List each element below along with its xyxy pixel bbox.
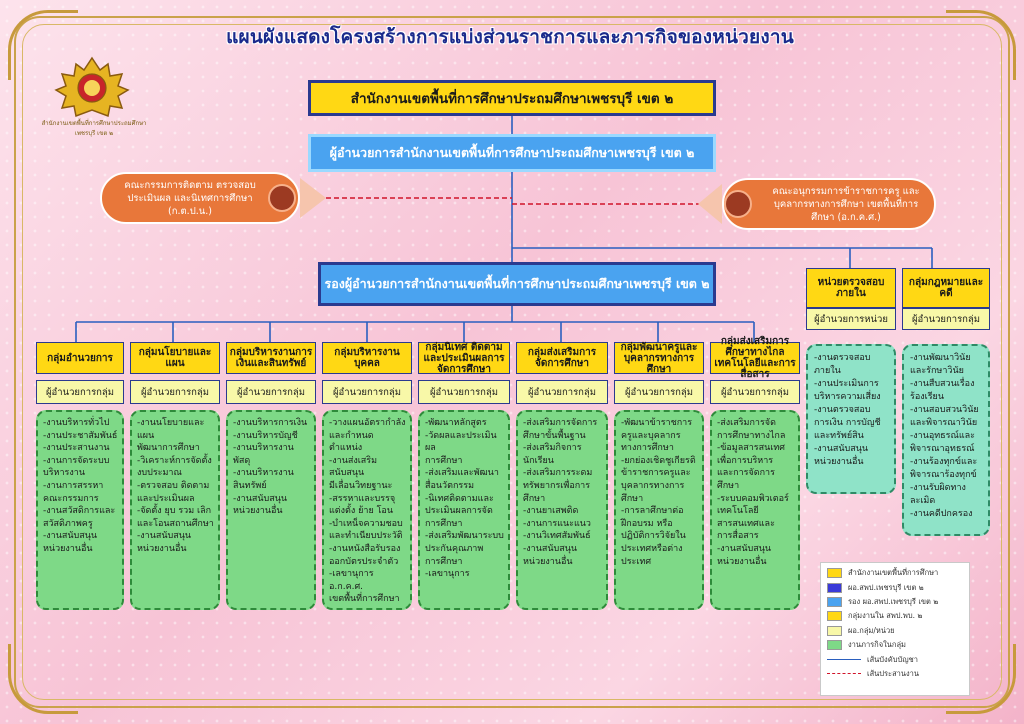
group-2-tasks: -งานนโยบายและแผน พัฒนาการศึกษา -วิเคราะห…	[130, 410, 220, 610]
legend-item: เส้นบังคับบัญชา	[827, 652, 963, 666]
legend-swatch	[827, 568, 842, 579]
legend-item: รอง ผอ.สพป.เพชรบุรี เขต ๒	[827, 595, 963, 609]
group-7-head: ผู้อำนวยการกลุ่ม	[614, 380, 704, 404]
legend-item: สำนักงานเขตพื้นที่การศึกษา	[827, 566, 963, 580]
page-title: แผนผังแสดงโครงสร้างการแบ่งส่วนราชการและภ…	[226, 26, 794, 48]
group-3-header: กลุ่มบริหารงานการเงินและสินทรัพย์	[226, 342, 316, 374]
office-box: สำนักงานเขตพื้นที่การศึกษาประถมศึกษาเพชร…	[308, 80, 716, 116]
legend-label: เส้นประสานงาน	[867, 668, 920, 678]
group-5-header: กลุ่มนิเทศ ติดตาม และประเมินผลการจัดการศ…	[418, 342, 510, 375]
legend-swatch	[827, 640, 842, 651]
legend: สำนักงานเขตพื้นที่การศึกษา ผอ.สพป.เพชรบุ…	[820, 562, 970, 696]
group-5-head: ผู้อำนวยการกลุ่ม	[418, 380, 510, 404]
group-6-head: ผู้อำนวยการกลุ่ม	[516, 380, 608, 404]
committee-okks-label: คณะอนุกรรมการข้าราชการครู และบุคลากรทางก…	[772, 185, 920, 223]
decorative-frame	[14, 16, 1010, 708]
group-4-tasks: -วางแผนอัตรากำลัง และกำหนดตำแหน่ง -งานส่…	[322, 410, 412, 610]
corner-ornament-top-left	[8, 10, 78, 80]
legend-label: กลุ่มงานใน สพป.พบ. ๒	[848, 611, 923, 621]
group-1-tasks: -งานบริหารทั่วไป -งานประชาสัมพันธ์ -งานป…	[36, 410, 124, 610]
legend-item: ผอ.สพป.เพชรบุรี เขต ๒	[827, 580, 963, 594]
arrow-left-committee	[300, 178, 326, 218]
legend-label: เส้นบังคับบัญชา	[867, 654, 918, 664]
arrow-right-committee	[698, 184, 722, 224]
unit-legal-head: ผู้อำนวยการกลุ่ม	[902, 308, 990, 330]
legend-solid-line	[827, 659, 861, 661]
group-2-head: ผู้อำนวยการกลุ่ม	[130, 380, 220, 404]
unit-audit-tasks: -งานตรวจสอบ ภายใน -งานประเมินการ บริหารค…	[806, 344, 896, 494]
legend-item: ผอ.กลุ่ม/หน่วย	[827, 624, 963, 638]
group-7-tasks: -พัฒนาข้าราชการ ครูและบุคลากร ทางการศึกษ…	[614, 410, 704, 610]
group-4-head: ผู้อำนวยการกลุ่ม	[322, 380, 412, 404]
committee-okks: คณะอนุกรรมการข้าราชการครู และบุคลากรทางก…	[722, 178, 936, 230]
legend-label: รอง ผอ.สพป.เพชรบุรี เขต ๒	[848, 596, 939, 606]
unit-audit-header: หน่วยตรวจสอบภายใน	[806, 268, 896, 308]
corner-ornament-bottom-right	[946, 644, 1016, 714]
group-1-header: กลุ่มอำนวยการ	[36, 342, 124, 374]
committee-tpn: คณะกรรมการติดตาม ตรวจสอบ ประเมินผล และนิ…	[100, 172, 300, 224]
group-7-header: กลุ่มพัฒนาครูและบุคลากรทางการศึกษา	[614, 342, 704, 375]
group-6-header: กลุ่มส่งเสริมการจัดการศึกษา	[516, 342, 608, 374]
legend-dashed-line	[827, 673, 861, 675]
group-8-header: กลุ่มส่งเสริมการศึกษาทางไกล เทคโนโลยีและ…	[710, 336, 800, 380]
committee-okks-dot	[724, 190, 752, 218]
legend-label: ผอ.สพป.เพชรบุรี เขต ๒	[848, 582, 924, 592]
unit-audit-head: ผู้อำนวยการหน่วย	[806, 308, 896, 330]
corner-ornament-bottom-left	[8, 644, 78, 714]
unit-legal-tasks: -งานพัฒนาวินัย และรักษาวินัย -งานสืบสวนเ…	[902, 344, 990, 536]
office-logo-icon	[54, 56, 130, 118]
group-3-tasks: -งานบริหารการเงิน -งานบริหารบัญชี -งานบร…	[226, 410, 316, 610]
committee-tpn-label: คณะกรรมการติดตาม ตรวจสอบ ประเมินผล และนิ…	[124, 179, 256, 217]
corner-ornament-top-right	[946, 10, 1016, 80]
group-6-tasks: -ส่งเสริมการจัดการ ศึกษาขั้นพื้นฐาน -ส่ง…	[516, 410, 608, 610]
unit-legal-header: กลุ่มกฎหมายและคดี	[902, 268, 990, 308]
legend-swatch	[827, 596, 842, 607]
group-8-tasks: -ส่งเสริมการจัด การศึกษาทางไกล -ข้อมูลสา…	[710, 410, 800, 610]
legend-swatch	[827, 611, 842, 622]
legend-item: งานภารกิจในกลุ่ม	[827, 638, 963, 652]
group-1-head: ผู้อำนวยการกลุ่ม	[36, 380, 124, 404]
group-5-tasks: -พัฒนาหลักสูตร -วัดผลและประเมินผล การศึก…	[418, 410, 510, 610]
committee-tpn-dot	[268, 184, 296, 212]
group-4-header: กลุ่มบริหารงานบุคคล	[322, 342, 412, 374]
legend-item: เส้นประสานงาน	[827, 667, 963, 681]
group-2-header: กลุ่มนโยบายและแผน	[130, 342, 220, 374]
deputy-director-box: รองผู้อำนวยการสำนักงานเขตพื้นที่การศึกษา…	[318, 262, 716, 306]
legend-swatch	[827, 625, 842, 636]
legend-label: ผอ.กลุ่ม/หน่วย	[848, 625, 895, 635]
legend-item: กลุ่มงานใน สพป.พบ. ๒	[827, 609, 963, 623]
legend-swatch	[827, 582, 842, 593]
legend-label: สำนักงานเขตพื้นที่การศึกษา	[848, 568, 939, 578]
decorative-frame-inner	[22, 24, 1002, 700]
director-box: ผู้อำนวยการสำนักงานเขตพื้นที่การศึกษาประ…	[308, 134, 716, 172]
group-3-head: ผู้อำนวยการกลุ่ม	[226, 380, 316, 404]
legend-label: งานภารกิจในกลุ่ม	[848, 640, 906, 650]
logo-caption: สำนักงานเขตพื้นที่การศึกษาประถมศึกษาเพชร…	[41, 120, 147, 137]
group-8-head: ผู้อำนวยการกลุ่ม	[710, 380, 800, 404]
